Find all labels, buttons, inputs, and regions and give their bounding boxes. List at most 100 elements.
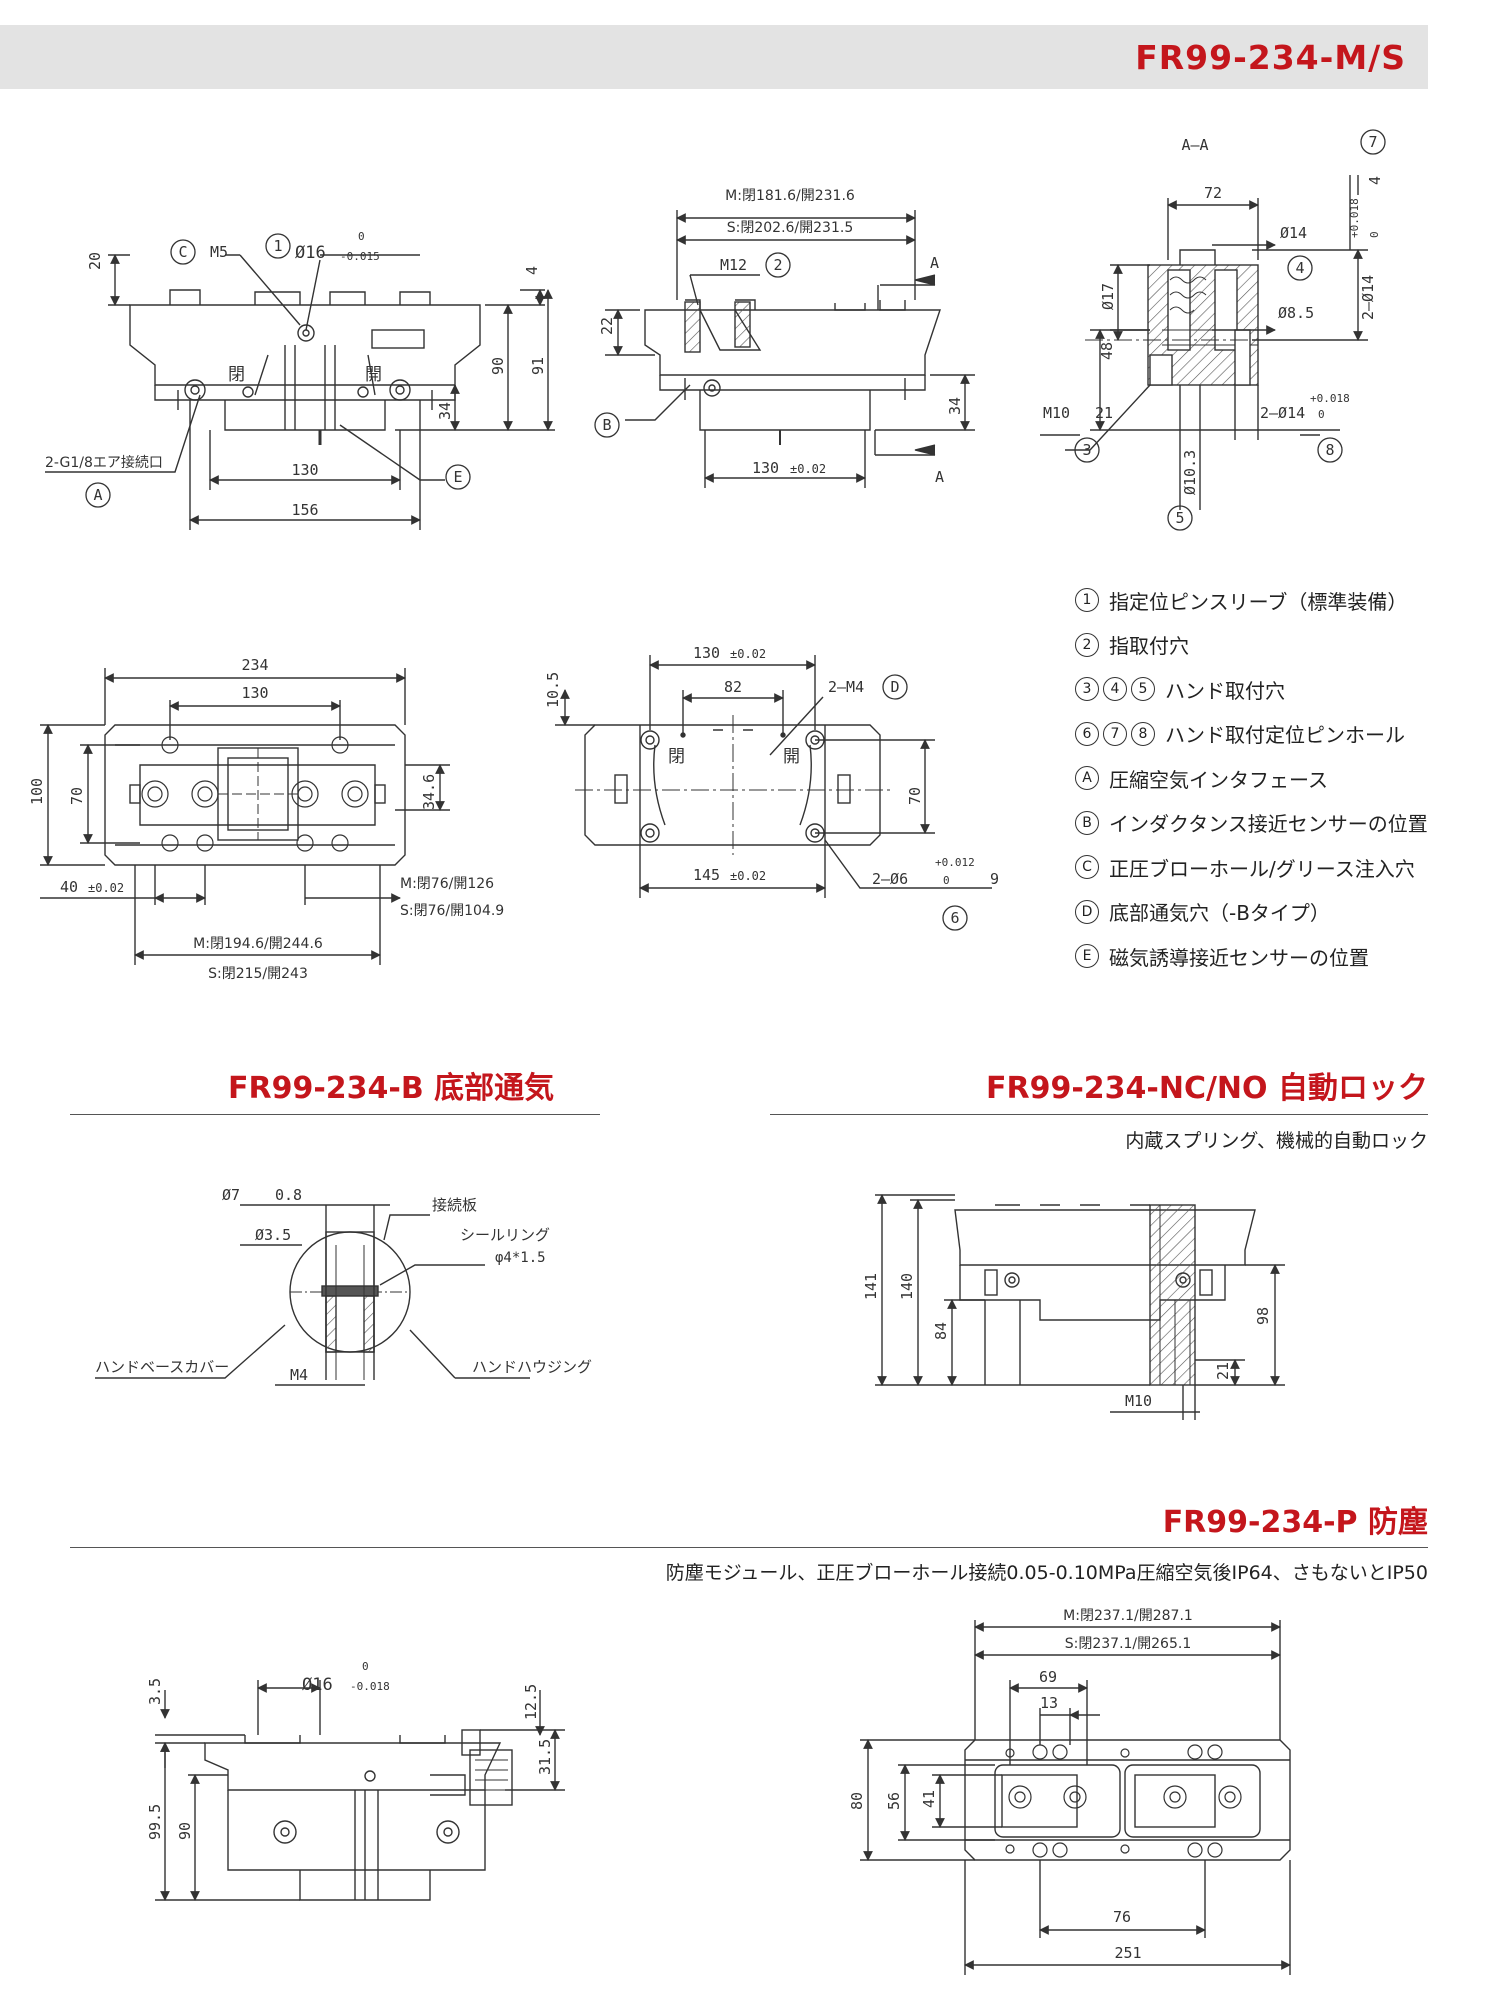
bottom-dim-82: 82: [724, 678, 742, 696]
legend-marker: D: [1075, 899, 1099, 924]
side-label-2: 2: [773, 256, 782, 274]
side-label-m-stroke: M:閉181.6/開231.6: [725, 188, 855, 204]
bottom-label-open: 開: [783, 747, 800, 767]
section-title: A—A: [1181, 136, 1208, 154]
legend-text: 底部通気穴（-Bタイプ）: [1109, 901, 1330, 926]
detnc-dim-141: 141: [862, 1273, 880, 1300]
detpt-dim-76: 76: [1113, 1908, 1131, 1926]
bottom-dim-9: 9: [990, 870, 999, 888]
detnc-dim-140: 140: [898, 1273, 916, 1300]
front-label-tol-dn: -0.015: [340, 250, 380, 263]
front-label-open: 開: [365, 365, 382, 385]
section-label-tol-up: +0.018: [1310, 392, 1350, 405]
detail-b-view: [95, 1204, 530, 1386]
legend-text: 磁気誘導接近センサーの位置: [1109, 945, 1369, 970]
section-label-8: 8: [1325, 441, 1334, 459]
front-dim-156: 156: [291, 501, 318, 519]
detps-dim-90: 90: [176, 1822, 194, 1840]
detpt-dim-41: 41: [920, 1790, 938, 1808]
top-dim-234: 234: [241, 656, 268, 674]
legend-text: 指定位ピンスリーブ（標準装備）: [1109, 589, 1408, 614]
front-label-air: 2-G1/8エア接続口: [45, 454, 163, 471]
bottom-dim-tol: ±0.02: [730, 647, 766, 661]
section-view: [1040, 175, 1368, 510]
front-dim-20: 20: [86, 252, 104, 270]
front-label-a: A: [93, 486, 102, 504]
top-label-s-len: S:閉76/開104.9: [400, 903, 504, 919]
side-label-b: B: [602, 416, 611, 434]
legend-text: ハンド取付定位ピンホール: [1165, 723, 1405, 748]
detps-label-tol-dn: -0.018: [350, 1680, 390, 1693]
side-label-a1: A: [930, 254, 939, 272]
bottom-label-d: D: [890, 678, 899, 696]
section-rule-nc: [770, 1114, 1428, 1115]
section-label-m10: M10: [1043, 404, 1070, 422]
detb-label-phi7: Ø7: [222, 1186, 240, 1204]
side-dim-130: 130: [752, 459, 779, 477]
top-dim-100: 100: [28, 778, 46, 805]
section-dim-4: 4: [1366, 176, 1384, 185]
section-label-2phi14: 2—Ø14: [1260, 404, 1305, 422]
top-view: [40, 668, 450, 965]
front-dim-130: 130: [291, 461, 318, 479]
section-dim-21: 21: [1095, 404, 1113, 422]
detnc-dim-84: 84: [932, 1322, 950, 1340]
legend-marker: 1: [1075, 588, 1099, 613]
front-dim-34: 34: [436, 402, 454, 420]
bottom-label-tol-dn: 0: [943, 874, 950, 887]
detpt-dim-56: 56: [885, 1792, 903, 1810]
bottom-dim-145: 145: [693, 866, 720, 884]
bottom-label-tol-up: +0.012: [935, 856, 975, 869]
detnc-dim-98: 98: [1254, 1307, 1272, 1325]
legend-text: 正圧ブローホール/グリース注入穴: [1109, 856, 1415, 881]
bottom-dim-105: 10.5: [544, 672, 562, 708]
section-label-vtol-dn: 0: [1368, 231, 1381, 238]
top-dim-tol: ±0.02: [88, 881, 124, 895]
header-band: FR99-234-M/S: [0, 25, 1428, 89]
detail-p-side-view: [155, 1680, 565, 1901]
detb-label-cover: ハンドベースカバー: [95, 1358, 229, 1376]
detps-dim-35: 3.5: [146, 1678, 164, 1705]
front-dim-90: 90: [489, 357, 507, 375]
legend-text: ハンド取付穴: [1165, 678, 1285, 703]
legend-text: 圧縮空気インタフェース: [1109, 767, 1328, 792]
top-dim-346: 34.6: [420, 774, 438, 810]
top-dim-130: 130: [241, 684, 268, 702]
front-label-e: E: [453, 468, 462, 486]
detb-label-m4: M4: [290, 1366, 308, 1384]
top-label-m-tot: M:閉194.6/開244.6: [193, 936, 323, 952]
legend-marker: 4: [1103, 677, 1127, 702]
legend-marker: A: [1075, 766, 1099, 791]
section-dim-72: 72: [1204, 184, 1222, 202]
section-rule-b: [70, 1114, 600, 1115]
section-label-phi14: Ø14: [1280, 224, 1307, 242]
front-label-tol-up: 0: [358, 230, 365, 243]
front-label-1: 1: [273, 237, 282, 255]
front-dim-91: 91: [529, 357, 547, 375]
legend-marker: B: [1075, 810, 1099, 835]
detpt-label-s-len: S:閉237.1/開265.1: [1065, 1636, 1191, 1652]
legend-marker: 8: [1131, 721, 1155, 746]
detps-label-phi16: Ø16: [302, 1675, 333, 1695]
legend-item: A 圧縮空気インタフェース: [1075, 756, 1428, 801]
detail-p-top-view: [860, 1620, 1291, 1975]
bottom-label-closed: 閉: [668, 747, 685, 767]
side-dim-34: 34: [946, 397, 964, 415]
top-label-m-len: M:閉76/開126: [400, 876, 494, 892]
page-title: FR99-234-M/S: [1135, 38, 1406, 77]
bottom-label-phi6: 2—Ø6: [872, 870, 908, 888]
section-label-4: 4: [1295, 259, 1304, 277]
legend-item: 2 指取付穴: [1075, 623, 1428, 668]
detpt-dim-251: 251: [1114, 1944, 1141, 1962]
legend-text: 指取付穴: [1109, 634, 1189, 659]
detps-dim-125: 12.5: [522, 1684, 540, 1720]
legend-marker: C: [1075, 855, 1099, 880]
detnc-label-m10: M10: [1125, 1392, 1152, 1410]
legend-item: 1 指定位ピンスリーブ（標準装備）: [1075, 578, 1428, 623]
bottom-dim-tol2: ±0.02: [730, 869, 766, 883]
detb-label-seal: シールリング: [460, 1226, 550, 1244]
legend-marker: 2: [1075, 632, 1099, 657]
legend-marker: 5: [1131, 677, 1155, 702]
detnc-dim-21: 21: [1214, 1362, 1232, 1380]
